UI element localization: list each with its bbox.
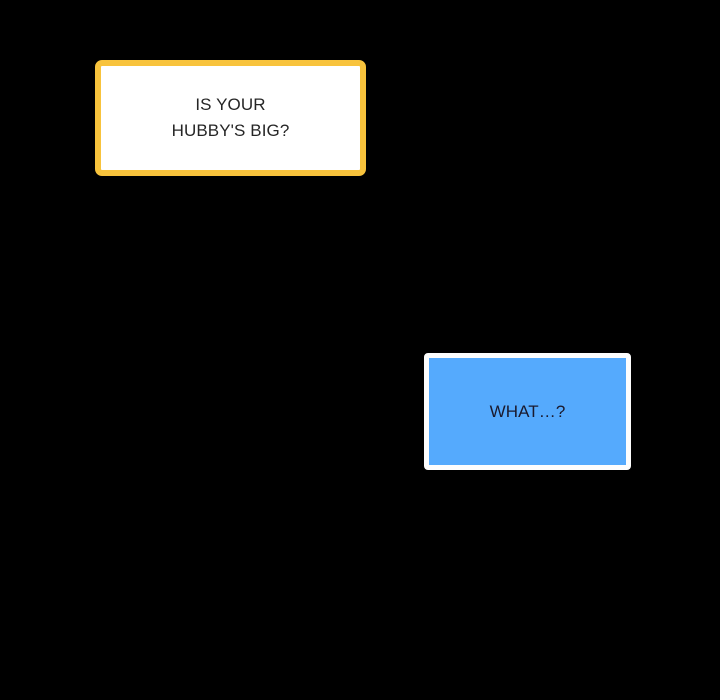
reaction-card-text: WHAT…?: [489, 401, 566, 421]
question-card-text: IS YOUR HUBBY'S BIG?: [171, 95, 290, 140]
question-card[interactable]: IS YOUR HUBBY'S BIG?: [95, 60, 366, 176]
reaction-card[interactable]: WHAT…?: [424, 353, 631, 470]
